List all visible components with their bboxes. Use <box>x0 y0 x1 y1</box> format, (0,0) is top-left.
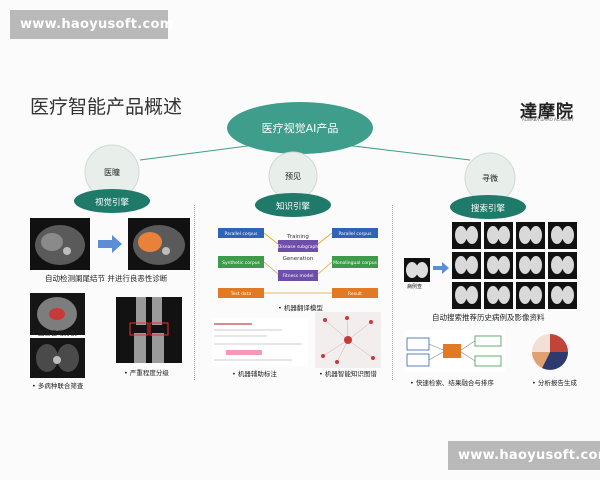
case-thumbnail <box>516 282 545 309</box>
pill-right-label: 搜索引擎 <box>471 203 506 214</box>
arrow-right-icon <box>98 235 122 253</box>
separator-left <box>194 205 195 380</box>
left-caption-multi: • 多病种联合筛查 <box>32 382 84 390</box>
diagram-left-box-3 <box>218 288 264 298</box>
pill-left-label: 视觉引擎 <box>95 197 130 208</box>
column-middle-group: 预见 知识引擎 <box>255 151 331 217</box>
circle-right-label: 寻微 <box>482 173 498 183</box>
diagram-training-label: Training <box>286 234 309 240</box>
query-scan <box>404 258 430 282</box>
knee-xray <box>116 297 182 363</box>
ct-liver-seg <box>138 232 162 252</box>
diagram-right-box-3-label: Result <box>348 291 362 297</box>
middle-caption-graph: • 机器智能知识图谱 <box>319 370 377 378</box>
diagram-disease-box <box>278 240 318 252</box>
logo: 達摩院 <box>520 102 574 122</box>
pill-left <box>74 189 150 213</box>
diagram-generation-label: Generation <box>283 256 314 262</box>
case-thumbnail <box>452 222 481 249</box>
knowledge-graph <box>315 312 381 368</box>
similar-case-grid <box>452 222 577 309</box>
chest-scan <box>30 338 85 378</box>
circle-left-label: 医瞳 <box>104 167 120 177</box>
middle-caption-annot: • 机器辅助标注 <box>232 370 277 378</box>
watermark-top: www.haoyusoft.com <box>10 10 173 39</box>
right-main-caption: 自动搜索推荐历史病例及影像资料 <box>432 313 545 322</box>
right-caption-fuse: • 快速检索、结果融合与排序 <box>410 379 494 387</box>
arrow-right-icon <box>433 262 449 274</box>
connector-left <box>139 144 256 161</box>
logo-subtitle: ALIBABA DAMO ACADEMY <box>522 117 574 122</box>
ct-liver <box>41 233 63 251</box>
pill-middle-label: 知识引擎 <box>276 201 311 212</box>
query-label: 病例查 <box>407 284 423 290</box>
case-thumbnail <box>548 282 577 309</box>
diagram-right-box-2 <box>332 256 378 268</box>
case-thumbnail <box>452 252 481 279</box>
diagram-fitness-box <box>278 270 318 281</box>
diagram-right-box-1 <box>332 228 378 238</box>
pill-middle <box>255 193 331 217</box>
left-main-caption: 自动检测阑尾结节 并进行良恶性诊断 <box>45 274 168 283</box>
diagram-left-box-1-label: Parallel corpus <box>225 231 259 237</box>
diagram-fitness-label: Fitness model <box>282 273 313 279</box>
report-pie <box>532 334 568 370</box>
left-caption-seg: • 腹盲自动分割 <box>32 329 77 337</box>
connector-right <box>344 144 471 161</box>
right-caption-report: • 分析报告生成 <box>532 379 577 387</box>
circle-middle-label: 预见 <box>285 171 301 181</box>
ct-spine <box>63 247 71 255</box>
case-thumbnail <box>484 222 513 249</box>
brain-scan <box>30 293 85 335</box>
diagram-left-box-2 <box>218 256 264 268</box>
ct-scan-pair <box>30 218 190 270</box>
separator-right <box>392 205 393 380</box>
pill-right <box>450 195 526 219</box>
case-thumbnail <box>516 222 545 249</box>
case-thumbnail <box>484 252 513 279</box>
left-caption-grade: • 严重程度分级 <box>124 369 169 377</box>
column-right-group: 寻微 搜索引擎 <box>450 152 526 219</box>
watermark-bottom: www.haoyusoft.com <box>448 441 600 470</box>
case-thumbnail <box>548 252 577 279</box>
retrieval-flow <box>405 330 505 372</box>
case-thumbnail <box>484 282 513 309</box>
diagram-left-box-1 <box>218 228 264 238</box>
diagram-disease-label: Disease subgraph <box>278 244 319 250</box>
center-ellipse <box>227 102 373 154</box>
column-left-group: 医瞳 视觉引擎 <box>74 144 150 213</box>
diagram-left-box-2-label: Synthetic corpus <box>222 260 260 266</box>
diagram-right-box-2-label: Monolingual corpus <box>333 260 378 266</box>
diagram-right-box-3 <box>332 288 378 298</box>
case-thumbnail <box>548 222 577 249</box>
ct-spine-seg <box>162 247 170 255</box>
case-thumbnail <box>516 252 545 279</box>
middle-caption-model: • 机器翻译模型 <box>278 304 323 312</box>
annotation-screenshot <box>212 318 308 366</box>
diagram-left-box-3-label: Test data <box>230 291 252 297</box>
center-ellipse-label: 医疗视觉AI产品 <box>262 121 339 135</box>
translation-model-diagram: Training Disease subgraph Generation Fit… <box>218 228 378 298</box>
case-thumbnail <box>452 282 481 309</box>
diagram-right-box-1-label: Parallel corpus <box>339 231 373 237</box>
page-title: 医疗智能产品概述 <box>30 96 183 118</box>
